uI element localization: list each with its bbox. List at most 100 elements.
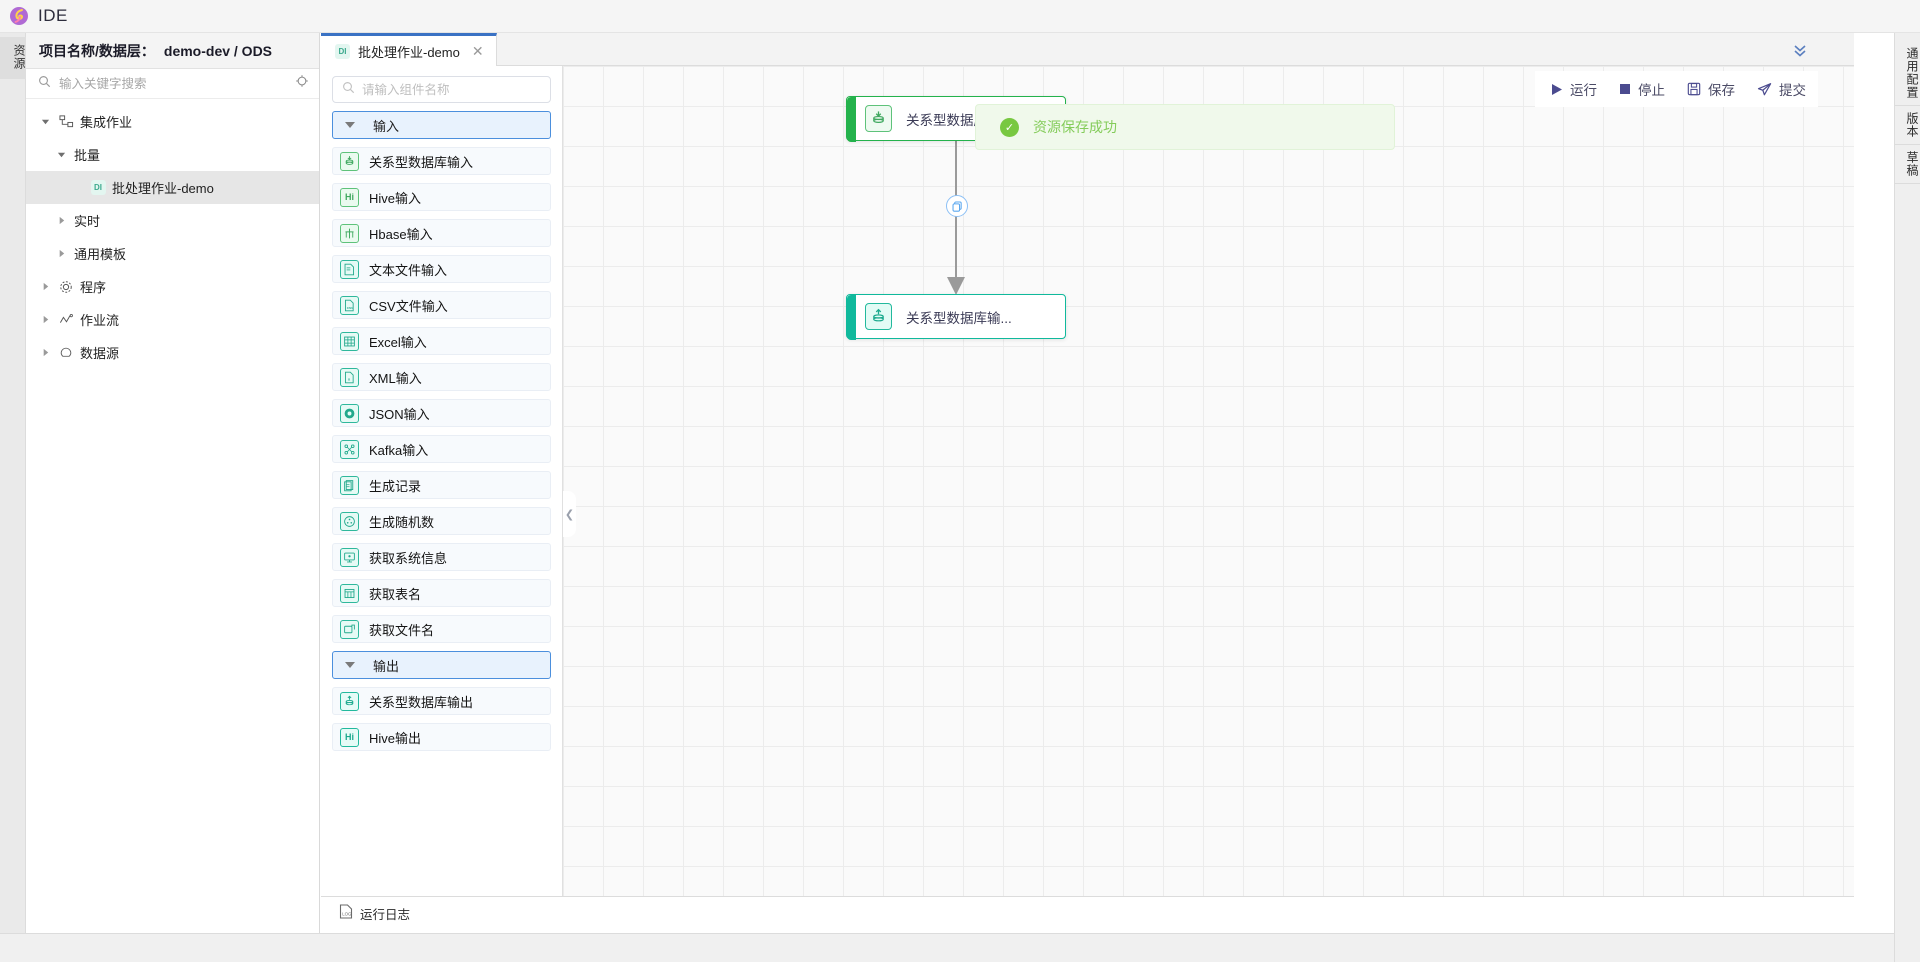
tree-item-6[interactable]: 作业流 <box>26 303 319 336</box>
tree-item-7[interactable]: 数据源 <box>26 336 319 369</box>
run-button[interactable]: 运行 <box>1551 79 1597 99</box>
palette-item-label: 获取文件名 <box>369 622 435 638</box>
right-tab-general-config[interactable]: 通用配置 <box>1895 41 1920 106</box>
tree-search-input[interactable] <box>59 76 287 91</box>
palette-item-label: XML输入 <box>369 370 422 386</box>
palette-item-system-info[interactable]: 获取系统信息 <box>332 543 551 571</box>
flow-canvas[interactable]: 关系型数据库输... 关系型数据库输... 运行 停止 保存 <box>563 66 1854 929</box>
status-strip <box>0 933 1920 962</box>
palette-item-label: Excel输入 <box>369 334 427 350</box>
double-chevron-down-icon[interactable] <box>1790 40 1810 60</box>
workflow-icon <box>58 313 74 327</box>
submit-icon <box>1757 82 1772 95</box>
palette-item-label: 文本文件输入 <box>369 262 448 278</box>
stop-button-label: 停止 <box>1638 83 1665 98</box>
resource-panel: 项目名称/数据层： demo-dev / ODS 集成作业批量DI批处理作业-d… <box>26 33 320 933</box>
tree-item-4[interactable]: 通用模板 <box>26 237 319 270</box>
palette-item-database-input[interactable]: 关系型数据库输入 <box>332 147 551 175</box>
run-button-label: 运行 <box>1570 83 1597 98</box>
submit-button[interactable]: 提交 <box>1757 79 1806 99</box>
palette-group-title: 输出 <box>373 658 400 674</box>
palette-item-table-name[interactable]: 获取表名 <box>332 579 551 607</box>
save-button[interactable]: 保存 <box>1687 79 1735 99</box>
palette-item-label: 获取系统信息 <box>369 550 448 566</box>
run-log-label: 运行日志 <box>360 907 411 922</box>
datasource-icon <box>58 346 74 360</box>
caret-down-icon <box>345 122 355 128</box>
palette-group-输入[interactable]: 输入 <box>332 111 551 139</box>
node-accent-bar <box>847 295 856 340</box>
tree-item-label: 批量 <box>74 148 101 163</box>
svg-text:x: x <box>348 376 351 381</box>
palette-item-label: 获取表名 <box>369 586 422 602</box>
close-icon[interactable]: ✕ <box>471 42 484 59</box>
copy-hop-icon[interactable] <box>946 195 968 217</box>
palette-item-label: Hive输入 <box>369 190 422 206</box>
chevron-down-icon[interactable] <box>54 150 68 159</box>
palette-item-label: CSV文件输入 <box>369 298 448 314</box>
toast-text: 资源保存成功 <box>1033 119 1117 135</box>
chevron-right-icon[interactable] <box>54 249 68 258</box>
palette-item-xml-file[interactable]: x XML输入 <box>332 363 551 391</box>
palette-item-label: 生成记录 <box>369 478 422 494</box>
tree-item-0[interactable]: 集成作业 <box>26 105 319 138</box>
tree-item-label: 作业流 <box>80 313 120 328</box>
palette-item-random-number[interactable]: 生成随机数 <box>332 507 551 535</box>
chevron-right-icon[interactable] <box>38 315 52 324</box>
palette-item-text-file[interactable]: 文本文件输入 <box>332 255 551 283</box>
palette-group-输出[interactable]: 输出 <box>332 651 551 679</box>
app-top-bar: IDE <box>0 0 1920 33</box>
chevron-right-icon[interactable] <box>38 282 52 291</box>
canvas-grid <box>563 66 1854 929</box>
system-info-icon <box>340 547 359 567</box>
tree-item-3[interactable]: 实时 <box>26 204 319 237</box>
stop-button[interactable]: 停止 <box>1619 79 1665 99</box>
xml-file-icon: x <box>340 367 359 387</box>
project-header-value: demo-dev / ODS <box>163 42 273 59</box>
palette-item-database-output[interactable]: 关系型数据库输出 <box>332 687 551 715</box>
palette-item-generate-record[interactable]: 生成记录 <box>332 471 551 499</box>
tree-item-5[interactable]: 程序 <box>26 270 319 303</box>
chevron-right-icon[interactable] <box>38 348 52 357</box>
flow-node-database-output[interactable]: 关系型数据库输... <box>846 294 1066 340</box>
chevron-left-icon[interactable]: ❮ <box>563 491 576 537</box>
di-chip: DI <box>90 180 106 195</box>
database-output-icon <box>865 303 892 330</box>
file-name-icon <box>340 619 359 639</box>
flow-node-label: 关系型数据库输... <box>906 310 1012 326</box>
palette-item-label: 生成随机数 <box>369 514 435 530</box>
palette-search-bar[interactable] <box>332 76 551 103</box>
right-tab-version[interactable]: 版本 <box>1895 106 1920 145</box>
palette-search-input[interactable] <box>362 82 541 97</box>
integration-job-icon <box>58 114 74 129</box>
chevron-down-icon[interactable] <box>38 117 52 126</box>
save-button-label: 保存 <box>1708 83 1735 98</box>
app-title: IDE <box>38 6 68 25</box>
palette-item-json[interactable]: JSON输入 <box>332 399 551 427</box>
rail-tab-resource[interactable]: 资源 <box>0 37 26 79</box>
palette-item-file-name[interactable]: 获取文件名 <box>332 615 551 643</box>
palette-item-label: Hive输出 <box>369 730 422 746</box>
chevron-right-icon[interactable] <box>54 216 68 225</box>
palette-item-hbase[interactable]: Hbase输入 <box>332 219 551 247</box>
success-check-icon: ✓ <box>1000 117 1019 137</box>
tree-item-label: 实时 <box>74 214 101 229</box>
tree-item-1[interactable]: 批量 <box>26 138 319 171</box>
locate-target-icon[interactable] <box>295 74 309 93</box>
random-number-icon <box>340 511 359 531</box>
tree-item-label: 数据源 <box>80 346 120 361</box>
tree-search-bar[interactable] <box>26 69 319 99</box>
run-log-bar[interactable]: LOG 运行日志 <box>321 896 1854 929</box>
palette-item-kafka[interactable]: Kafka输入 <box>332 435 551 463</box>
palette-item-excel[interactable]: Excel输入 <box>332 327 551 355</box>
tab-batch-job-demo[interactable]: DI 批处理作业-demo ✕ <box>321 33 497 66</box>
right-tab-draft[interactable]: 草稿 <box>1895 145 1920 184</box>
